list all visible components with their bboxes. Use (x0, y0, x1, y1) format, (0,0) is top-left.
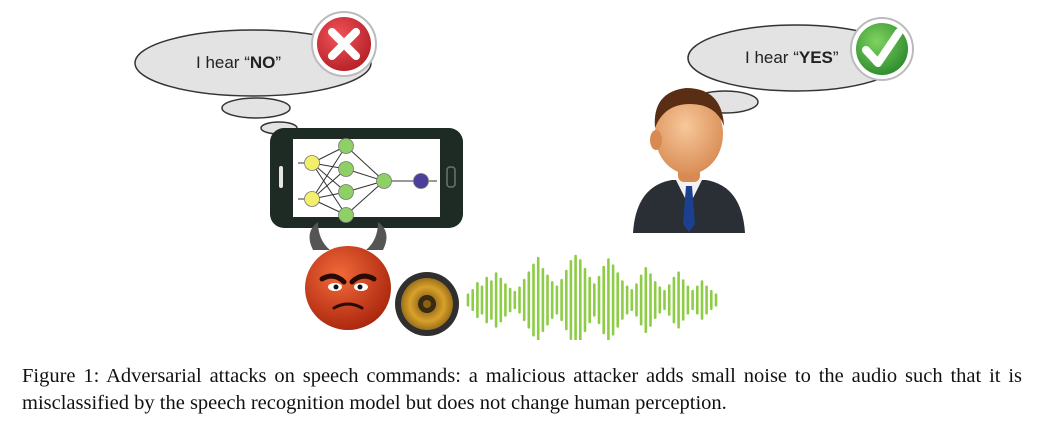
nn-node (413, 173, 429, 189)
nn-node (338, 138, 354, 154)
left-bubble-text: I hear “NO” (196, 53, 282, 72)
caption-label: Figure 1: (22, 365, 100, 387)
caption-text: Adversarial attacks on speech commands: … (22, 365, 1023, 414)
nn-edge (345, 145, 385, 182)
nn-node (338, 161, 354, 177)
speaker-icon (395, 272, 459, 336)
check-icon (850, 17, 914, 81)
nn-node (338, 184, 354, 200)
nn-edge (345, 180, 385, 216)
person-icon (633, 88, 745, 233)
neural-network-icon (298, 138, 437, 223)
figure-caption: Figure 1: Adversarial attacks on speech … (22, 363, 1022, 417)
nn-edge (311, 162, 347, 216)
cross-icon (311, 11, 377, 77)
nn-node (304, 191, 320, 207)
phone-icon (270, 128, 463, 228)
nn-node (376, 173, 392, 189)
nn-node (338, 207, 354, 223)
figure-illustration (134, 11, 914, 340)
nn-node (304, 155, 320, 171)
right-bubble-text: I hear “YES” (745, 48, 839, 67)
waveform-icon (466, 254, 718, 340)
devil-icon (305, 222, 391, 330)
nn-edge (311, 145, 347, 200)
